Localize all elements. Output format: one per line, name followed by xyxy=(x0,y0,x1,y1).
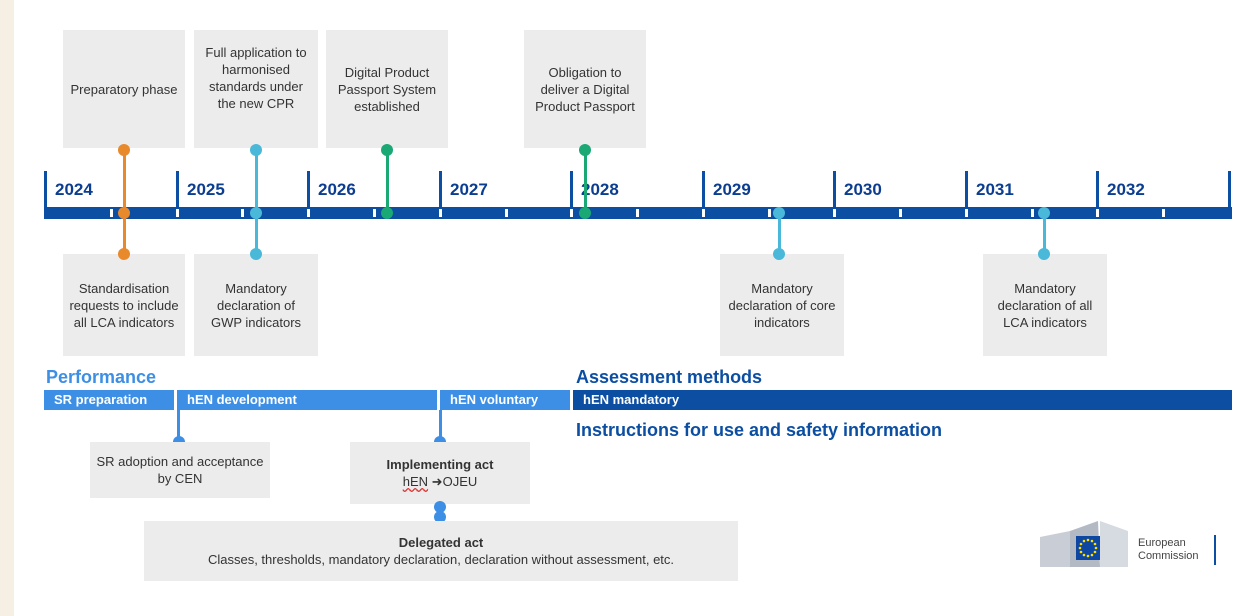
logo-text-line2: Commission xyxy=(1138,550,1199,562)
ec-building-icon xyxy=(1040,521,1128,567)
implementing-act-hen: hEN xyxy=(402,474,429,489)
implementing-act-ojeu: OJEU xyxy=(442,474,478,489)
bottom-box-standardisation: Standardisation requests to include all … xyxy=(63,254,185,356)
top-box-dpp-system: Digital Product Passport System establis… xyxy=(326,30,448,148)
year-tick xyxy=(1228,171,1231,217)
callout-sr-adoption: SR adoption and acceptance by CEN xyxy=(90,442,270,498)
half-year-tick xyxy=(505,209,508,217)
logo-text: European Commission xyxy=(1138,537,1199,563)
year-label-2025: 2025 xyxy=(187,180,225,199)
year-label-2027: 2027 xyxy=(450,180,488,199)
year-tick xyxy=(833,171,836,217)
connector-line-green-2028 xyxy=(584,150,587,212)
logo-text-line1: European xyxy=(1138,537,1186,549)
top-box-preparatory: Preparatory phase xyxy=(63,30,185,148)
half-year-tick xyxy=(570,209,573,217)
implementing-act-detail: hEN ➜OJEU xyxy=(403,473,478,490)
year-label-2024: 2024 xyxy=(55,180,93,199)
half-year-tick xyxy=(110,209,113,217)
half-year-tick xyxy=(307,209,310,217)
marker-dot-delegated-bottom xyxy=(434,511,446,523)
half-year-tick xyxy=(241,209,244,217)
half-year-tick xyxy=(1096,209,1099,217)
year-tick xyxy=(176,171,179,217)
year-tick xyxy=(570,171,573,217)
marker-dot-cyan-axis xyxy=(250,207,262,219)
bottom-box-all-lca: Mandatory declaration of all LCA indicat… xyxy=(983,254,1107,356)
year-label-2026: 2026 xyxy=(318,180,356,199)
marker-dot-green-top xyxy=(381,144,393,156)
european-commission-logo: European Commission xyxy=(1040,517,1220,571)
half-year-tick xyxy=(833,209,836,217)
marker-dot-orange-bottom xyxy=(118,248,130,260)
half-year-tick xyxy=(439,209,442,217)
delegated-act-title: Delegated act xyxy=(398,535,484,550)
half-year-tick xyxy=(1031,209,1034,217)
half-year-tick xyxy=(636,209,639,217)
callout-implementing-act: Implementing act hEN ➜OJEU xyxy=(350,442,530,504)
year-tick xyxy=(965,171,968,217)
year-tick xyxy=(439,171,442,217)
delegated-act-text: Classes, thresholds, mandatory declarati… xyxy=(207,552,675,567)
bar-hen-development: hEN development xyxy=(177,390,437,410)
year-tick xyxy=(307,171,310,217)
year-tick xyxy=(702,171,705,217)
bar-sr-preparation: SR preparation xyxy=(44,390,174,410)
connector-line-orange xyxy=(123,150,126,254)
logo-divider xyxy=(1214,535,1216,565)
connector-line-cyan-2025 xyxy=(255,150,258,254)
connector-line-sr-adoption xyxy=(177,410,180,440)
bar-hen-voluntary: hEN voluntary xyxy=(440,390,570,410)
half-year-tick xyxy=(176,209,179,217)
heading-assessment-methods: Assessment methods xyxy=(576,367,763,387)
year-label-2028: 2028 xyxy=(581,180,619,199)
year-tick xyxy=(1096,171,1099,217)
marker-dot-green-axis xyxy=(381,207,393,219)
marker-dot-cyan-bottom xyxy=(1038,248,1050,260)
connector-line-cyan-2031 xyxy=(1043,213,1046,254)
connector-line-cyan-2029 xyxy=(778,213,781,254)
marker-dot-orange-axis xyxy=(118,207,130,219)
arrow-icon: ➜ xyxy=(431,474,443,489)
marker-dot-cyan-axis xyxy=(1038,207,1050,219)
year-label-2030: 2030 xyxy=(844,180,882,199)
top-box-full-application: Full application to harmonised standards… xyxy=(194,30,318,148)
year-label-2032: 2032 xyxy=(1107,180,1145,199)
connector-line-green-2026 xyxy=(386,150,389,212)
marker-dot-cyan-bottom xyxy=(773,248,785,260)
marker-dot-green-axis xyxy=(579,207,591,219)
half-year-tick xyxy=(702,209,705,217)
half-year-tick xyxy=(768,209,771,217)
bottom-box-gwp: Mandatory declaration of GWP indicators xyxy=(194,254,318,356)
connector-line-implementing-act xyxy=(439,410,442,440)
marker-dot-cyan-bottom xyxy=(250,248,262,260)
bar-hen-mandatory: hEN mandatory xyxy=(573,390,1232,410)
half-year-tick xyxy=(899,209,902,217)
year-label-2029: 2029 xyxy=(713,180,751,199)
top-box-dpp-obligation: Obligation to deliver a Digital Product … xyxy=(524,30,646,148)
half-year-tick xyxy=(373,209,376,217)
marker-dot-orange-top xyxy=(118,144,130,156)
year-label-2031: 2031 xyxy=(976,180,1014,199)
marker-dot-cyan-top xyxy=(250,144,262,156)
heading-performance: Performance xyxy=(46,367,157,387)
callout-delegated-act: Delegated act Classes, thresholds, manda… xyxy=(144,521,738,581)
half-year-tick xyxy=(965,209,968,217)
bottom-box-core: Mandatory declaration of core indicators xyxy=(720,254,844,356)
marker-dot-green-top xyxy=(579,144,591,156)
heading-instructions: Instructions for use and safety informat… xyxy=(576,420,943,440)
half-year-tick xyxy=(1162,209,1165,217)
marker-dot-cyan-axis xyxy=(773,207,785,219)
implementing-act-title: Implementing act xyxy=(386,457,494,472)
year-tick xyxy=(44,171,47,217)
